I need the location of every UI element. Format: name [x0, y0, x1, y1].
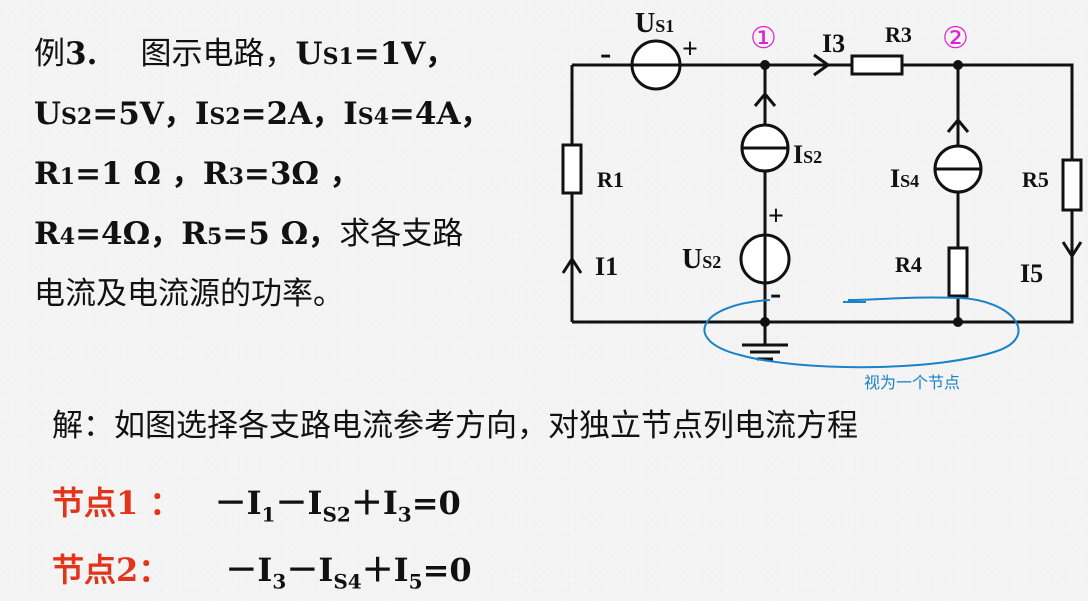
- voltage-source-us1-icon: [630, 39, 682, 91]
- wire-right-lower: [572, 210, 1074, 324]
- label-us1-plus: +: [682, 34, 698, 65]
- voltage-source-us2-icon: [739, 233, 791, 285]
- equation-1-expression: －I1－IS2＋I3=0: [214, 484, 461, 527]
- equation-2-label: 节点2：: [52, 551, 171, 589]
- equation-2-expression: －I3－IS4＋I5=0: [225, 551, 472, 594]
- node-dot-ground: [760, 317, 770, 327]
- label-us2: US2: [682, 244, 721, 275]
- label-is4: IS4: [890, 164, 919, 193]
- label-i3: I3: [822, 29, 845, 58]
- resistor-r3: [850, 54, 904, 76]
- node-dot-2: [953, 60, 963, 70]
- problem-line-4: R4=4Ω，R5=5 Ω，求各支路: [34, 216, 464, 252]
- arrow-i3-icon: [813, 53, 831, 77]
- resistor-r4: [947, 246, 969, 298]
- equation-1-label: 节点1 ：: [52, 484, 182, 522]
- current-source-is2-icon: [740, 91, 790, 173]
- resistor-r5: [1061, 158, 1083, 212]
- solution-intro: 解：如图选择各支路电流参考方向，对独立节点列电流方程: [52, 408, 858, 444]
- label-i1: I1: [595, 252, 618, 281]
- label-us2-plus: +: [768, 201, 784, 232]
- label-node-2: ②: [942, 21, 969, 56]
- label-r5: R5: [1022, 167, 1049, 192]
- label-i5: I5: [1020, 259, 1043, 288]
- label-r1: R1: [597, 167, 624, 192]
- problem-line-1: 例3. 图示电路，US1=1V，: [34, 36, 457, 72]
- problem-line-2: US2=5V，IS2=2A，IS4=4A，: [34, 96, 492, 132]
- wire-top-right: [902, 63, 1074, 160]
- problem-line-3: R1=1 Ω ，R3=3Ω ，: [34, 156, 361, 192]
- current-source-is4-icon: [933, 117, 983, 194]
- problem-line-5: 电流及电流源的功率。: [34, 276, 344, 312]
- arrow-i5-icon: [1061, 241, 1083, 259]
- label-us1-minus: -: [600, 35, 611, 72]
- resistor-r1: [561, 143, 583, 195]
- annotation-text: 视为一个节点: [864, 373, 960, 392]
- label-is2: IS2: [793, 140, 822, 169]
- label-r4: R4: [895, 252, 922, 277]
- label-node-1: ①: [750, 21, 777, 56]
- annotation-ellipse: [703, 296, 1020, 369]
- label-us2-minus: -: [770, 275, 781, 312]
- equation-node-2: 节点2： －I3－IS4＋I5=0: [52, 545, 472, 593]
- arrow-i1-icon: [561, 256, 583, 274]
- problem-statement: 例3. 图示电路，US1=1V， US2=5V，IS2=2A，IS4=4A， R…: [34, 26, 514, 323]
- node-dot-bottom-right: [953, 317, 963, 327]
- label-us1: US1: [635, 8, 674, 39]
- equation-node-1: 节点1 ： －I1－IS2＋I3=0: [52, 478, 461, 526]
- node-dot-1: [760, 60, 770, 70]
- label-r3: R3: [885, 22, 912, 47]
